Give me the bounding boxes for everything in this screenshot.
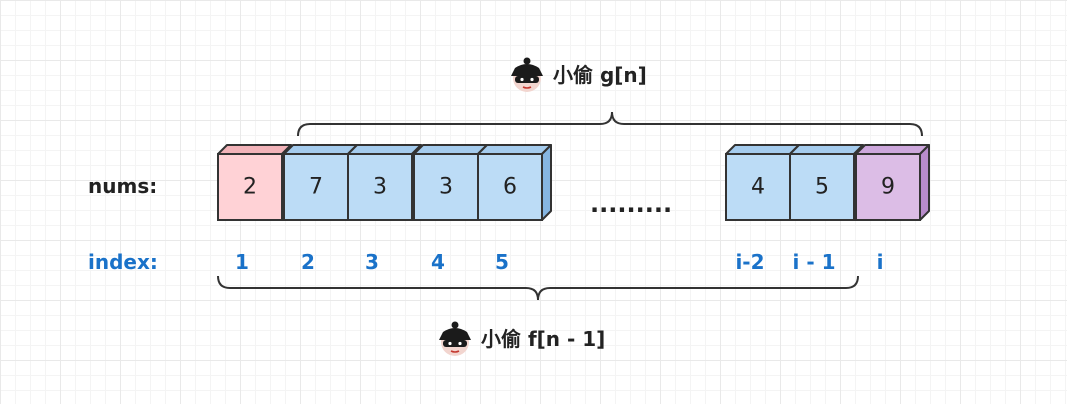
thief-icon (439, 321, 471, 356)
cell-front-face (789, 153, 855, 221)
cell-front-face (725, 153, 791, 221)
cell-top-face (217, 144, 292, 155)
index-value: i - 1 (793, 250, 836, 274)
top-brace (297, 111, 923, 137)
cell-top-face (283, 144, 358, 155)
cell-value: 3 (439, 175, 453, 200)
bottom-brace (217, 275, 859, 301)
array-cell: 65 (477, 144, 552, 274)
thief-hat-ball (451, 321, 459, 329)
array-cell: 5 i - 1 (789, 144, 864, 274)
cell-front-face (347, 153, 413, 221)
index-value: 5 (495, 250, 509, 274)
array-cell: 9i (855, 144, 930, 274)
cell-top-face (413, 144, 488, 155)
cell-side-face (919, 144, 930, 221)
cell-side-face (541, 144, 552, 221)
array-cell: 4 i-2 (725, 144, 800, 274)
array-cell: 34 (413, 144, 488, 274)
nums-label: nums: (88, 174, 157, 198)
bottom-brace-label: 小偷 f[n - 1] (481, 327, 605, 351)
array-cell: 72 (283, 144, 358, 274)
cell-front-face (477, 153, 543, 221)
array-cell: 33 (347, 144, 422, 274)
cell-value: 6 (503, 175, 517, 200)
ellipsis: ......... (590, 190, 672, 218)
cell-front-face (217, 153, 283, 221)
thief-hat-ball (523, 57, 531, 65)
index-value: 4 (431, 250, 445, 274)
thief-mask (515, 76, 539, 83)
index-value: 2 (301, 250, 315, 274)
cell-value: 2 (243, 175, 257, 200)
cell-value: 7 (309, 175, 323, 200)
thief-hat (439, 328, 471, 340)
index-value: 3 (365, 250, 379, 274)
cell-front-face (855, 153, 921, 221)
thief-hat (511, 64, 543, 76)
cell-value: 5 (815, 175, 829, 200)
cell-top-face (347, 144, 422, 155)
cell-value: 9 (881, 175, 895, 200)
cell-top-face (855, 144, 930, 155)
index-value: i (877, 250, 884, 274)
index-value: i-2 (735, 250, 764, 274)
thief-icon (511, 57, 543, 92)
top-brace-label: 小偷 g[n] (553, 63, 647, 87)
cell-value: 3 (373, 175, 387, 200)
cell-value: 4 (751, 175, 765, 200)
cell-top-face (789, 144, 864, 155)
array-cell: 21 (217, 144, 292, 274)
cell-top-face (725, 144, 800, 155)
index-label: index: (88, 250, 158, 274)
thief-mask (443, 340, 467, 347)
index-value: 1 (235, 250, 249, 274)
cell-top-face (477, 144, 552, 155)
